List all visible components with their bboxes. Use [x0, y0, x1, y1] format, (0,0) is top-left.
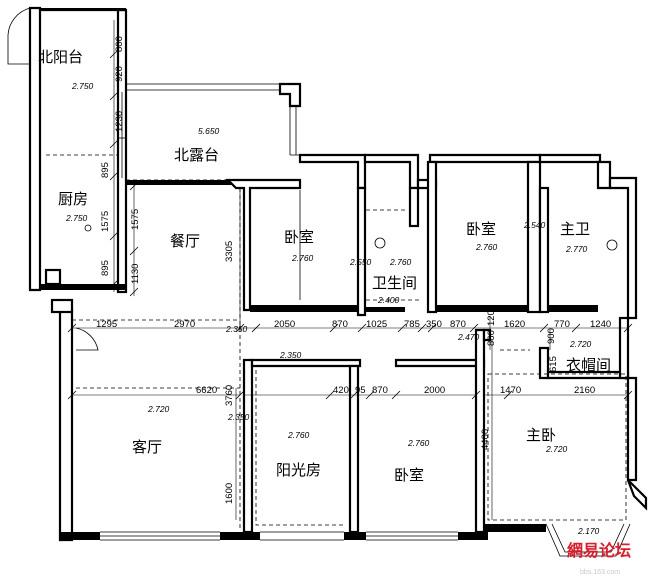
dim-master-4400: 4400: [480, 429, 491, 450]
dimension-lines: [67, 20, 633, 520]
dim-living-6620: 6620: [196, 385, 217, 396]
dim-left-1230: 1230: [114, 111, 125, 132]
dim-row-1025: 1025: [366, 319, 387, 330]
dim-row-2970: 2970: [174, 319, 195, 330]
watermark-url: bbs.163.com: [580, 569, 620, 576]
watermark: 網易论坛 bbs.163.com: [567, 541, 631, 576]
room-bedroom-3: 卧室: [394, 466, 424, 484]
dim-master-2160: 2160: [574, 385, 595, 396]
dim-v-860: 860: [486, 330, 497, 346]
room-north-balcony: 北阳台: [38, 48, 83, 66]
dim-row-350: 350: [426, 319, 442, 330]
dim-row-1620: 1620: [504, 319, 525, 330]
room-labels: 北阳台 北露台 厨房 餐厅 卧室 卫生间 卧室 主卫 衣帽间 客厅 阳光房 卧室…: [38, 48, 611, 484]
level-master-bath-a: 2.540: [523, 220, 546, 230]
dim-left-920: 920: [114, 66, 125, 82]
level-bathroom-a: 2.550: [349, 257, 372, 267]
room-bedroom-2: 卧室: [466, 220, 496, 238]
level-living: 2.720: [147, 404, 170, 414]
dim-dining-1575: 1575: [130, 209, 141, 230]
level-master-bedroom: 2.720: [545, 444, 568, 454]
dim-v-900: 900: [546, 328, 557, 344]
room-cloakroom: 衣帽间: [566, 356, 611, 374]
room-master-bath: 主卫: [560, 220, 590, 238]
level-bathroom-b: 2.760: [389, 257, 412, 267]
dim-row-2050: 2050: [274, 319, 295, 330]
level-bathroom-c: 2.400: [377, 295, 400, 305]
level-north-terrace: 5.650: [198, 126, 220, 136]
level-corridor-b: 2.470: [457, 332, 480, 342]
dim-dining-3305: 3305: [224, 241, 235, 262]
room-north-terrace: 北露台: [174, 146, 219, 164]
level-cloak: 2.720: [569, 339, 592, 349]
dim-v-615: 615: [548, 356, 559, 372]
room-kitchen: 厨房: [58, 190, 88, 208]
dim-v-120: 120: [486, 310, 497, 326]
dim-row-870b: 870: [450, 319, 466, 330]
room-dining: 餐厅: [170, 232, 200, 250]
level-kitchen: 2.750: [65, 213, 88, 223]
dim-row-770: 770: [554, 319, 570, 330]
level-sun-top: 2.350: [279, 350, 302, 360]
dim-row-870a: 870: [332, 319, 348, 330]
dim-master-1470: 1470: [500, 385, 521, 396]
dim-row-1295: 1295: [96, 319, 117, 330]
level-north-balcony: 2.750: [71, 81, 94, 91]
dim-living-1600: 1600: [224, 483, 235, 504]
dim-mid-870: 870: [372, 385, 388, 396]
dim-left-1575: 1575: [100, 211, 111, 232]
level-markers: 2.750 5.650 2.750 2.760 2.550 2.760 2.40…: [65, 81, 600, 536]
level-sunroom: 2.760: [287, 430, 310, 440]
level-bedroom-2: 2.760: [475, 242, 498, 252]
room-master-bedroom: 主卧: [526, 426, 556, 444]
dim-left-800: 800: [114, 36, 125, 52]
room-bedroom-1: 卧室: [284, 228, 314, 246]
level-living-side: 2.350: [227, 412, 250, 422]
dim-mid-420: 420: [333, 385, 349, 396]
dim-mid-2000: 2000: [424, 385, 445, 396]
dim-row-785: 785: [404, 319, 420, 330]
dimension-labels: 800 920 1230 895 1575 895 1575 1130 3305…: [96, 36, 611, 504]
walls: [28, 6, 648, 557]
level-master-bath-b: 2.770: [565, 244, 588, 254]
dim-left-895a: 895: [100, 162, 111, 178]
dim-living-3760: 3760: [224, 385, 235, 406]
detail-lines: [7, 7, 627, 530]
dim-left-895b: 895: [100, 260, 111, 276]
level-bedroom-3: 2.760: [407, 438, 430, 448]
room-sunroom: 阳光房: [276, 461, 321, 479]
level-bay: 2.170: [577, 526, 600, 536]
level-bedroom-1: 2.760: [291, 253, 314, 263]
dim-row-1240: 1240: [590, 319, 611, 330]
dim-dining-1130: 1130: [130, 264, 141, 284]
room-living: 客厅: [132, 438, 162, 456]
level-corridor-a: 2.350: [225, 324, 248, 334]
dim-mid-95: 95: [355, 385, 366, 396]
watermark-logo: 網易论坛: [567, 541, 631, 560]
room-bathroom: 卫生间: [372, 274, 417, 292]
